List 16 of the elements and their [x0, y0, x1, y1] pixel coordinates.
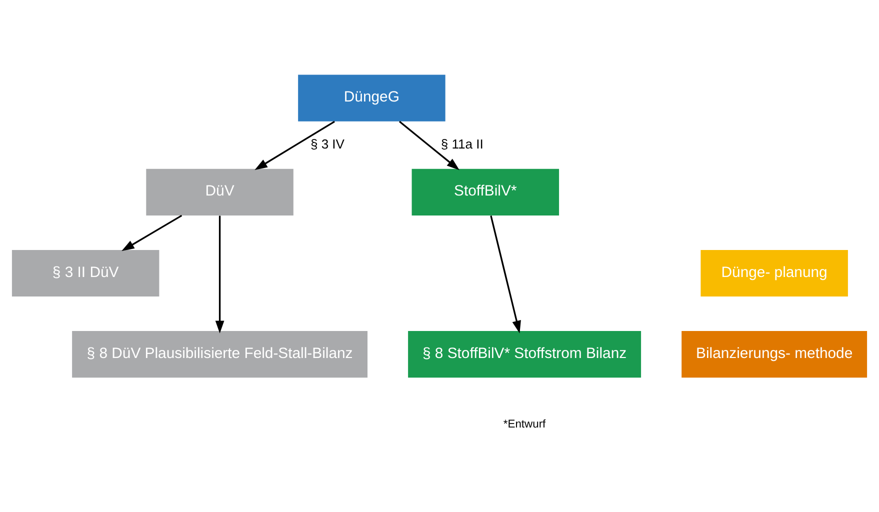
node-box: DüV	[146, 168, 294, 216]
node-box: StoffBilV*	[412, 168, 560, 216]
node-box: § 8 DüV Plausibilisierte Feld-Stall-Bilanz	[72, 331, 368, 378]
edge-label: § 11a II	[440, 136, 484, 152]
node-box: § 8 StoffBilV* Stoffstrom Bilanz	[408, 331, 642, 378]
arrow	[490, 216, 521, 334]
node-box: § 3 II DüV	[12, 250, 160, 297]
arrow	[122, 214, 182, 252]
node-box: Bilanzierungs- methode	[682, 331, 868, 378]
node-box: DüngeG	[298, 74, 446, 122]
arrow	[215, 216, 224, 334]
arrow	[254, 120, 335, 170]
label: *Entwurf	[503, 418, 546, 431]
arrow	[398, 120, 460, 170]
node-box: Dünge- planung	[700, 250, 848, 297]
edge-label: § 3 IV	[310, 136, 345, 152]
